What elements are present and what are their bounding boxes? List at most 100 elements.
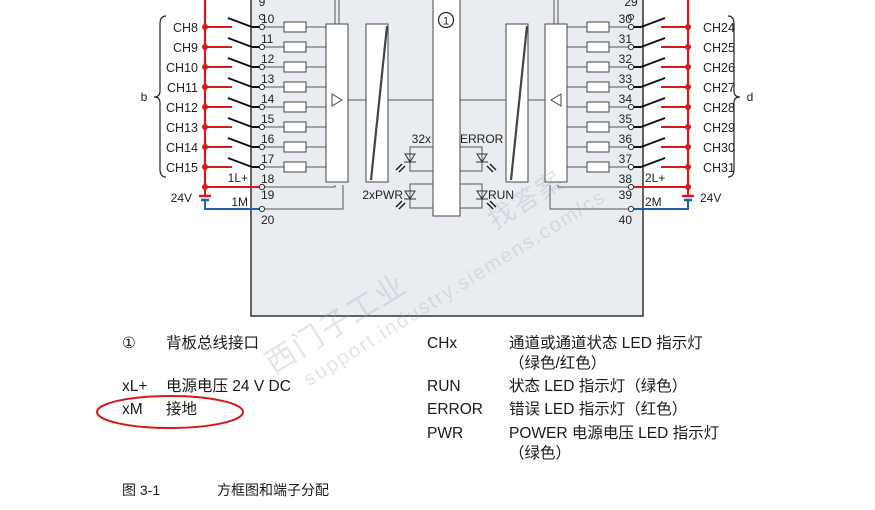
backplane-marker-number: 1 [443, 16, 449, 28]
legend-desc-backplane: 背板总线接口 [166, 335, 260, 352]
channel-label: CH29 [703, 121, 735, 135]
switch-lever [640, 97, 666, 108]
terminal-number: 16 [261, 132, 275, 146]
bus-junction-dot [685, 164, 691, 170]
terminal-number: 15 [261, 112, 275, 126]
switch-lever [640, 17, 666, 28]
terminal-circle [258, 43, 266, 51]
channel-label: CH12 [166, 101, 198, 115]
terminal-number: 10 [261, 12, 275, 26]
legend-key-pwr: PWR [427, 425, 464, 442]
terminal-number-extra: 40 [619, 213, 633, 227]
run-light-arrow-icon [486, 202, 494, 210]
terminal-circle [258, 103, 266, 111]
bus-junction-dot [202, 104, 208, 110]
backplane-marker-circle [437, 11, 455, 29]
bus-junction-dot [202, 84, 208, 90]
channel-label: CH10 [166, 61, 198, 75]
channel-label: CH24 [703, 21, 735, 35]
legend-desc-chx: 通道或通道状态 LED 指示灯 [509, 335, 703, 352]
led-wire-run [460, 183, 483, 209]
terminal-top-number: 9 [259, 0, 266, 9]
run-led-label: RUN [488, 188, 514, 202]
isolation-diagonal-right [509, 25, 529, 181]
input-resistor [586, 101, 610, 113]
lplus-label: 1L+ [228, 171, 248, 185]
terminal-number: 31 [619, 32, 633, 46]
input-resistor [283, 161, 307, 173]
isolation-diagonal-left [369, 25, 389, 181]
block-diagram: 910CH811CH912CH1013CH1114CH1215CH1316CH1… [141, 0, 754, 317]
terminal-circle-m [627, 205, 635, 213]
switch-lever [227, 97, 253, 108]
input-resistor [586, 61, 610, 73]
switch-lever [227, 37, 253, 48]
channel-group-label: b [141, 90, 148, 104]
lplus-label: 2L+ [645, 171, 665, 185]
input-resistor [586, 21, 610, 33]
led-wire-ch [409, 146, 433, 172]
bus-junction-dot [202, 44, 208, 50]
terminal-top-number: 29 [624, 0, 638, 9]
bus-junction-dot [685, 124, 691, 130]
terminal-circle-lplus [627, 183, 635, 191]
legend-desc-pwr: POWER 电源电压 LED 指示灯 [509, 425, 720, 442]
terminal-circle [627, 163, 635, 171]
terminal-circle [627, 23, 635, 31]
terminal-circle-m [258, 205, 266, 213]
terminal-number-m: 19 [261, 188, 275, 202]
channel-label: CH27 [703, 81, 735, 95]
channel-label: CH13 [166, 121, 198, 135]
terminal-number: 37 [619, 152, 633, 166]
figure-title: 方框图和端子分配 [217, 482, 329, 498]
terminal-top-circle [627, 13, 635, 21]
internal-m-wire [265, 185, 344, 210]
legend-key-xlplus: xL+ [122, 378, 148, 395]
switch-lever [227, 17, 253, 28]
input-resistor [283, 141, 307, 153]
terminal-circle [627, 83, 635, 91]
legend-desc-chx-2: （绿色/红色） [509, 355, 607, 372]
run-light-arrow-icon [489, 200, 497, 208]
legend-desc-run: 状态 LED 指示灯（绿色） [509, 378, 688, 395]
terminal-number: 12 [261, 52, 275, 66]
triangle-left-icon [550, 93, 562, 107]
switch-lever [227, 157, 253, 168]
bus-junction-dot [202, 144, 208, 150]
channel-label: CH15 [166, 161, 198, 175]
legend-key-chx: CHx [427, 335, 458, 352]
terminal-circle [258, 83, 266, 91]
power-led-label: 2xPWR [362, 188, 403, 202]
bus-junction-dot [685, 144, 691, 150]
led-wire-error [460, 146, 483, 172]
channel-leds-label: 32x [412, 132, 431, 146]
channel-label: CH11 [167, 81, 198, 95]
input-resistor [586, 141, 610, 153]
channel-label: CH26 [703, 61, 735, 75]
legend-desc-pwr-2: （绿色） [509, 445, 572, 462]
terminal-number-lplus: 18 [261, 172, 275, 186]
channel-led-icon [404, 153, 416, 163]
switch-lever [640, 37, 666, 48]
input-resistor [283, 101, 307, 113]
legend-desc-error: 错误 LED 指示灯（红色） [509, 401, 688, 418]
highlight-ellipse [96, 395, 244, 429]
channel-label: CH9 [173, 41, 198, 55]
input-resistor [586, 121, 610, 133]
input-resistor [586, 41, 610, 53]
terminal-circle [258, 63, 266, 71]
channel-label: CH14 [166, 141, 198, 155]
terminal-circle [627, 63, 635, 71]
ground-wire [204, 200, 262, 210]
terminal-number: 34 [619, 92, 633, 106]
triangle-right-icon [331, 93, 343, 107]
legend-key-backplane: ① [122, 335, 136, 352]
switch-lever [227, 77, 253, 88]
legend-key-run: RUN [427, 378, 461, 395]
bus-junction-dot [685, 104, 691, 110]
channel-group-label: d [747, 90, 754, 104]
input-resistor [586, 161, 610, 173]
m-label: 1M [231, 195, 248, 209]
switch-lever [640, 157, 666, 168]
switch-lever [640, 57, 666, 68]
